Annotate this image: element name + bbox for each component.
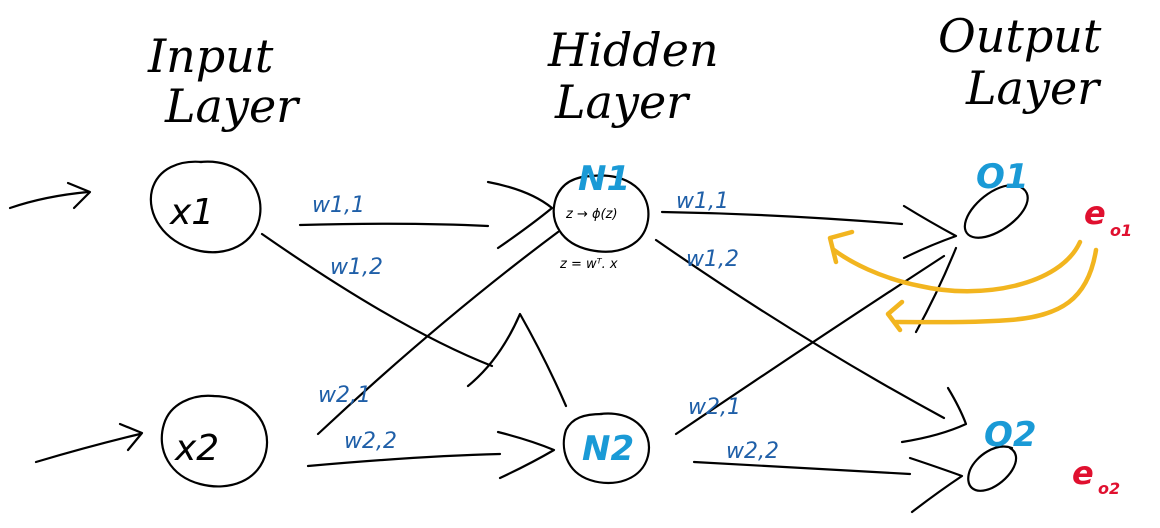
- node-n2-label: N2: [582, 429, 634, 469]
- connection-n2-o2: [692, 456, 964, 514]
- weight-label-w11-ih: w1,1: [312, 193, 365, 218]
- weight-label-w11-ho: w1,1: [676, 189, 729, 214]
- connection-x1-n1: [298, 180, 554, 250]
- output-layer-title-line2: Layer: [965, 61, 1102, 115]
- weight-label-w12-ih: w1,2: [330, 255, 383, 280]
- weight-label-w22-ih: w2,2: [344, 429, 397, 454]
- node-n1: [552, 174, 650, 253]
- error-label-o2-main: e: [1072, 454, 1094, 492]
- weight-labels-hidden-output: w1,1 w1,2 w2,1 w2,2: [676, 189, 779, 464]
- weight-label-w22-ho: w2,2: [726, 439, 779, 464]
- weight-label-w21-ho: w2,1: [688, 395, 741, 420]
- hidden-layer-title: Hidden Layer: [547, 23, 719, 129]
- node-o1: [963, 183, 1029, 239]
- connection-n1-o1: [660, 204, 958, 260]
- node-x1-label: x1: [169, 192, 214, 233]
- error-label-o2-sub: o2: [1098, 479, 1120, 498]
- n1-activation-annotation: z → ϕ(z): [565, 207, 618, 222]
- node-o2-label: O2: [984, 415, 1037, 455]
- input-layer-title: Input Layer: [147, 29, 301, 133]
- error-label-o1-sub: o1: [1110, 221, 1132, 240]
- error-feedback-arrows: [827, 229, 1099, 333]
- hidden-layer-title-line1: Hidden: [547, 23, 719, 77]
- weight-labels-input-hidden: w1,1 w1,2 w2,1 w2,2: [312, 193, 397, 454]
- hidden-layer-title-line2: Layer: [554, 75, 691, 129]
- input-layer-title-line2: Layer: [164, 79, 301, 133]
- error-label-o1-main: e: [1084, 194, 1106, 232]
- connection-x1-n2: [260, 232, 568, 408]
- connection-x2-n2: [306, 430, 556, 480]
- output-layer-title: Output Layer: [938, 9, 1102, 115]
- node-n1-label: N1: [578, 159, 630, 199]
- input-arrow-x2: [34, 422, 144, 464]
- connection-n1-o2: [654, 238, 968, 444]
- weight-label-w12-ho: w1,2: [686, 247, 739, 272]
- node-o2: [967, 445, 1018, 492]
- output-layer-title-line1: Output: [938, 9, 1102, 63]
- input-arrow-x1: [8, 181, 92, 210]
- error-label-o1: e o1: [1084, 194, 1132, 240]
- node-x2-label: x2: [174, 428, 219, 469]
- input-layer-title-line1: Input: [147, 29, 274, 83]
- weight-label-w21-ih: w2,1: [318, 383, 371, 408]
- node-o1-label: O1: [976, 157, 1029, 197]
- error-label-o2: e o2: [1072, 454, 1120, 498]
- node-x1: x1: [149, 160, 262, 254]
- node-n2: [562, 412, 651, 485]
- node-x2: x2: [160, 394, 269, 488]
- n1-net-input-annotation: z = wᵀ. x: [559, 257, 618, 272]
- connection-x2-n1: [316, 230, 560, 436]
